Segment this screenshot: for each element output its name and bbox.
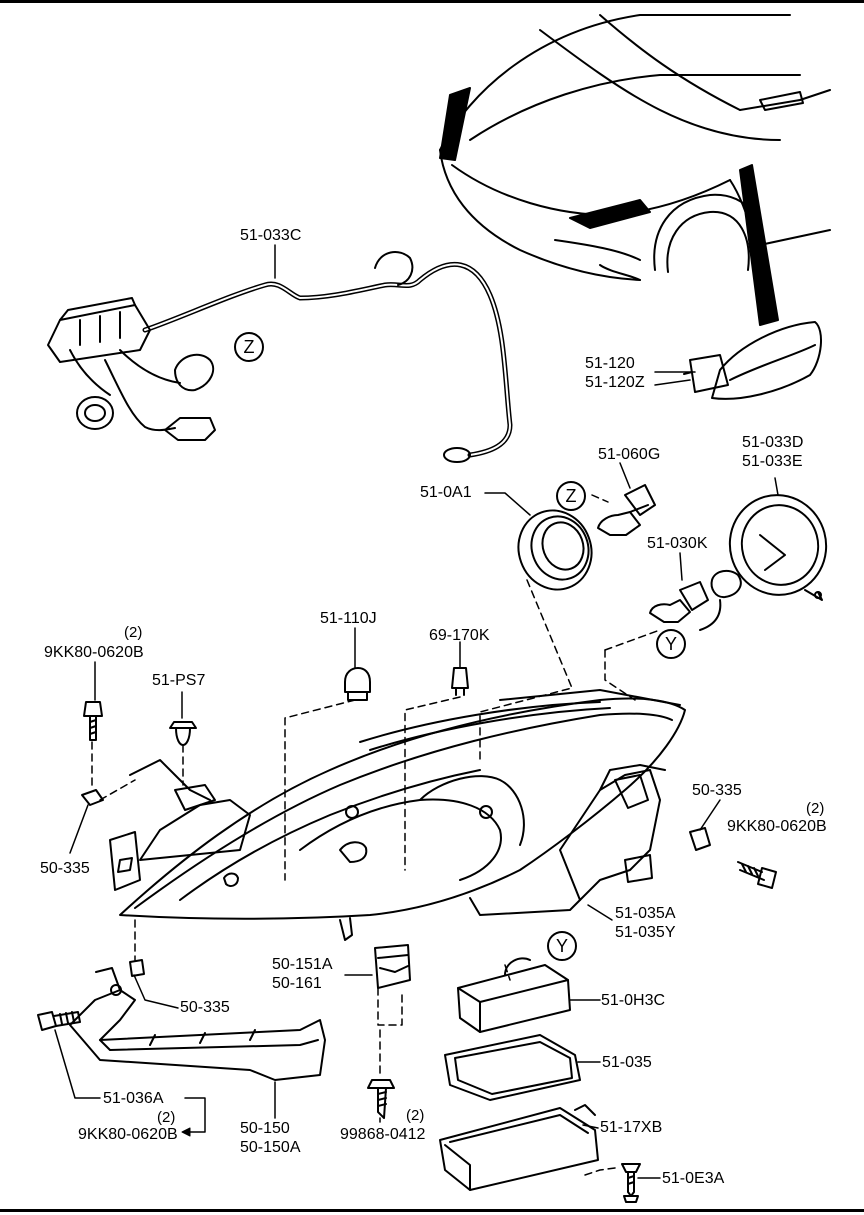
assembly-dashed-lines: [91, 494, 661, 1176]
label-bolt-bottom: 9KK80-0620B: [78, 1126, 178, 1143]
label-side-marker-a: 51-120: [585, 355, 635, 372]
ref-circle-y-ballast: Y: [547, 931, 577, 961]
label-bolt-right: 9KK80-0620B: [727, 818, 827, 835]
label-cap-a1: 51-0A1: [420, 484, 472, 501]
ballast-drawing: [439, 1104, 599, 1191]
cap-51-0A1-drawing: [517, 509, 593, 591]
qty-bolt-right: (2): [806, 800, 825, 817]
label-harness: 51-033C: [240, 227, 302, 244]
label-bolt-top-left: 9KK80-0620B: [44, 644, 144, 661]
bottom-border: [0, 1209, 864, 1212]
clip-left-drawing: [81, 789, 104, 806]
screw-51-0E3A-drawing: [621, 1163, 641, 1203]
label-lower-150: 50-150: [240, 1120, 290, 1137]
side-marker-leader: [739, 164, 779, 326]
screw-99868-drawing: [367, 1079, 395, 1119]
label-ps7: 51-PS7: [152, 672, 206, 689]
arrow-head: [181, 1127, 191, 1137]
label-bulb-170k: 69-170K: [429, 627, 490, 644]
ref-circle-z-harness: Z: [234, 332, 264, 362]
left-headlamp-highlight: [439, 87, 471, 161]
clip-lower-drawing: [129, 959, 145, 977]
label-bracket-036a: 51-036A: [103, 1090, 164, 1107]
bulb-51-110J-drawing: [344, 667, 371, 701]
label-ballast: 51-17XB: [600, 1119, 663, 1136]
label-bulb-030k: 51-030K: [647, 535, 708, 552]
gasket-drawing: [444, 1034, 581, 1101]
bolt-right-drawing: [737, 861, 777, 889]
side-marker-lamp: [683, 321, 822, 400]
bolt-bottom-left-drawing: [37, 1011, 81, 1031]
wiring-harness-illustration: [47, 251, 513, 463]
lower-bracket-50-150-drawing: [69, 967, 326, 1081]
clip-51-PS7-drawing: [169, 721, 197, 746]
qty-bolt-bottom: (2): [157, 1109, 176, 1126]
label-ballast-cover: 51-0H3C: [601, 992, 666, 1009]
clip-50-151A-drawing: [374, 944, 411, 989]
label-screw-99868: 99868-0412: [340, 1126, 426, 1143]
bulb-51-030K-drawing: [649, 569, 742, 631]
leader-lines: [54, 244, 779, 1179]
car-front-illustration: [439, 14, 831, 321]
right-headlamp-highlight: [569, 199, 651, 229]
headlamp-assembly-drawing: [109, 689, 686, 941]
label-lower-150a: 50-150A: [240, 1139, 301, 1156]
top-border: [0, 0, 864, 3]
label-part-151a: 50-151A: [272, 956, 333, 973]
label-clip-lower: 50-335: [180, 999, 230, 1016]
label-clip-right: 50-335: [692, 782, 742, 799]
label-side-marker-b: 51-120Z: [585, 374, 645, 391]
label-bulb-main: 51-060G: [598, 446, 661, 463]
ballast-cover-drawing: [457, 957, 571, 1033]
label-bulb-110j: 51-110J: [320, 610, 377, 627]
label-part-161: 50-161: [272, 975, 322, 992]
ref-circle-y-socket: Y: [656, 629, 686, 659]
label-cap-d: 51-033D: [742, 434, 804, 451]
cover-51-033D-drawing: [728, 494, 828, 601]
bulb-69-170K-drawing: [451, 667, 469, 696]
label-cap-e: 51-033E: [742, 453, 803, 470]
label-gasket: 51-035: [602, 1054, 652, 1071]
qty-bolt-top-left: (2): [124, 624, 143, 641]
label-bracket-a: 51-035A: [615, 905, 676, 922]
label-screw-e3a: 51-0E3A: [662, 1170, 725, 1187]
clip-right-drawing: [689, 827, 711, 851]
ref-circle-z-bulb: Z: [556, 481, 586, 511]
bulb-51-060G-drawing: [597, 484, 656, 536]
label-bracket-y: 51-035Y: [615, 924, 676, 941]
qty-screw-99868: (2): [406, 1107, 425, 1124]
label-clip-left: 50-335: [40, 860, 90, 877]
bolt-top-left-drawing: [83, 701, 103, 741]
